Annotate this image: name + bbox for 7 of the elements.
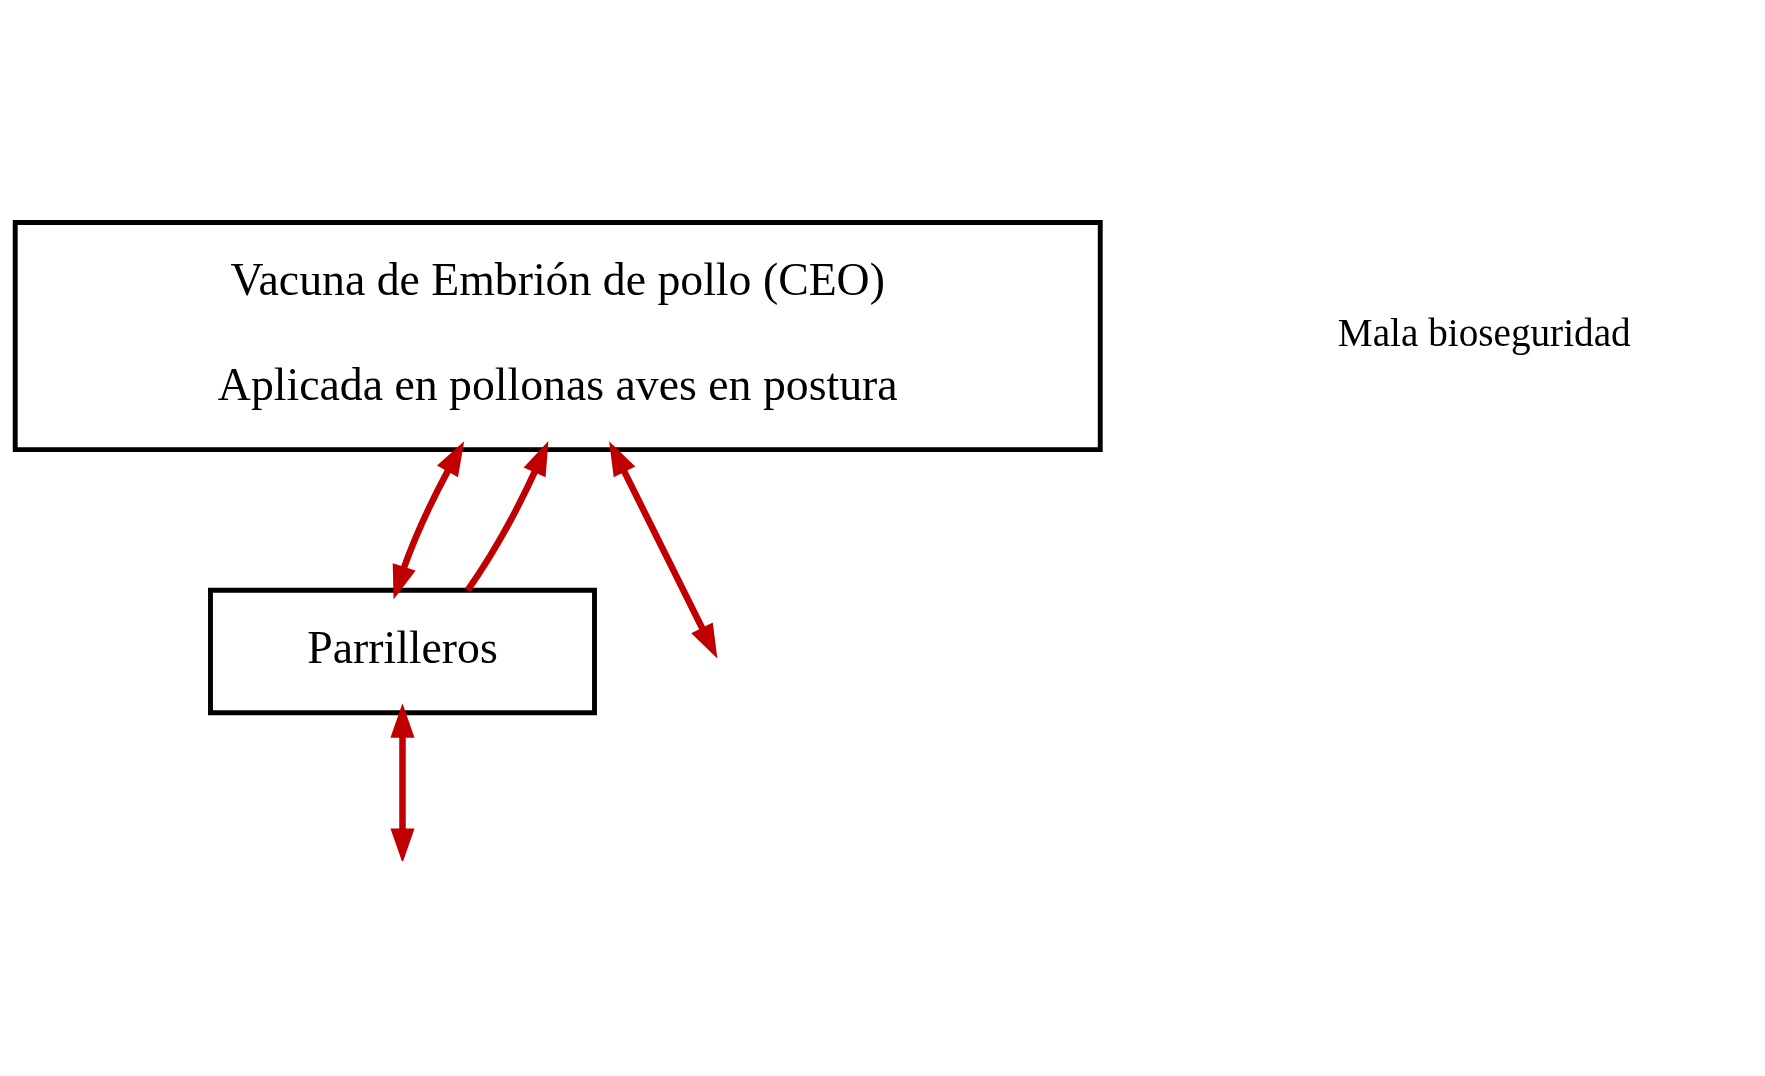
arrow	[390, 702, 415, 861]
arrow	[609, 440, 718, 659]
arrow	[465, 440, 549, 592]
arrow	[392, 440, 465, 600]
node-box: Parrilleros	[208, 587, 597, 715]
node-box: Vacuna de Embrión de pollo (CEO) Aplicada en pollonas aves en postura	[12, 219, 1103, 452]
label: Mala bioseguridad	[1337, 310, 1631, 354]
